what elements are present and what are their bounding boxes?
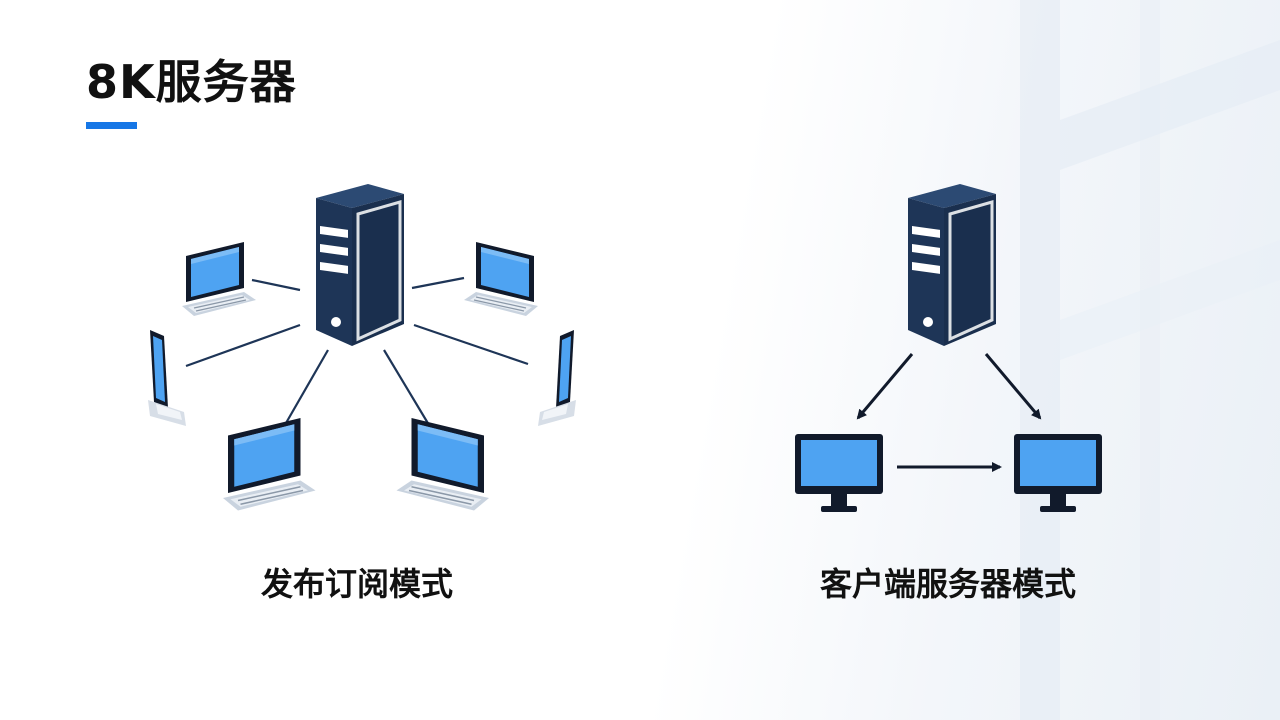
monitor-icon [795, 434, 883, 512]
laptop-icon [222, 417, 317, 512]
title-underline [86, 122, 137, 129]
laptop-icon [181, 241, 257, 317]
server-icon [314, 182, 406, 348]
arrow-icon [984, 353, 1042, 420]
page-title: 8K服务器 [86, 55, 297, 109]
pubsub-caption: 发布订阅模式 [260, 565, 453, 603]
pubsub-diagram [148, 182, 576, 512]
laptop-icon [395, 417, 490, 512]
pubsub-links [185, 276, 529, 431]
client-server-diagram [795, 182, 1102, 512]
server-icon [906, 182, 998, 348]
monitor-icon [1014, 434, 1102, 512]
monitor-icon [148, 330, 186, 426]
arrow-icon [856, 353, 914, 420]
client-server-caption: 客户端服务器模式 [819, 565, 1076, 603]
laptop-icon [463, 241, 539, 317]
monitor-icon [538, 330, 576, 426]
